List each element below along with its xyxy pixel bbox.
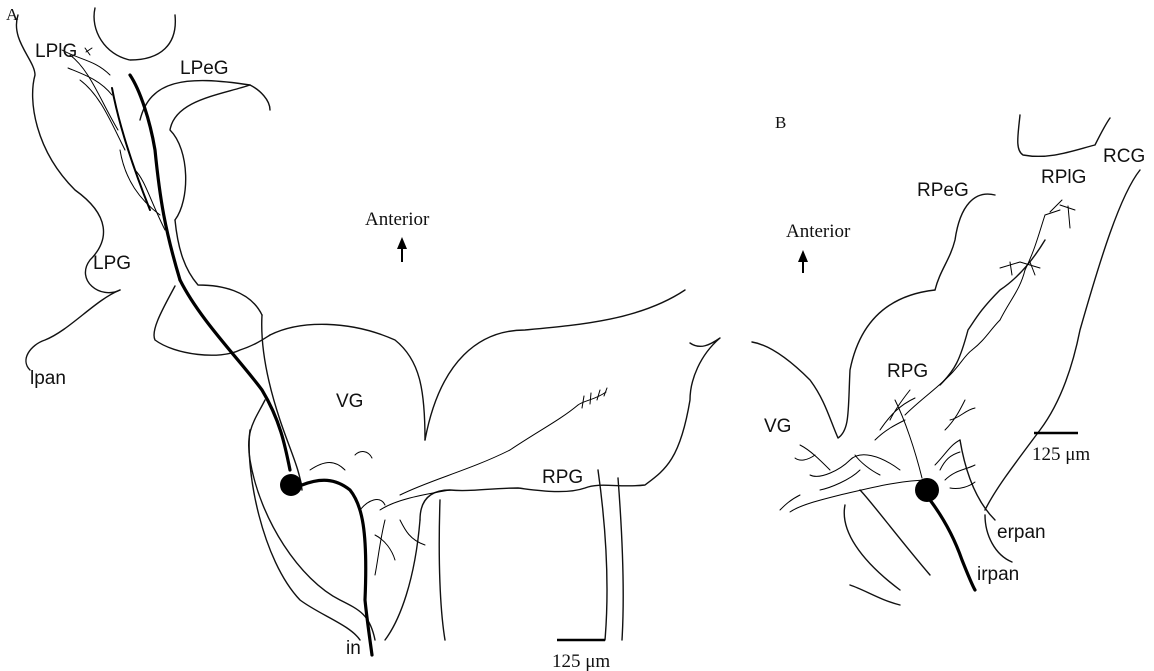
panel-b: B: [752, 113, 1145, 605]
anterior-label-a: Anterior: [365, 209, 430, 230]
label-lplg: LPlG: [35, 41, 77, 62]
label-rcg: RCG: [1103, 146, 1145, 167]
label-rpg-a: RPG: [542, 467, 583, 488]
anterior-arrow-a-icon: [397, 237, 407, 262]
panel-b-soma: [915, 478, 939, 502]
panel-a-ganglia-outlines: [16, 8, 720, 640]
label-vg-a: VG: [336, 391, 363, 412]
scale-label-a: 125 μm: [552, 651, 610, 671]
label-rpeg: RPeG: [917, 180, 969, 201]
anterior-label-b: Anterior: [786, 221, 851, 242]
label-irpan: irpan: [977, 564, 1019, 585]
panel-a-neuron: [62, 48, 607, 655]
label-lpeg: LPeG: [180, 58, 229, 79]
panel-a-soma: [280, 474, 302, 496]
label-rplg: RPlG: [1041, 167, 1086, 188]
label-lpg: LPG: [93, 253, 131, 274]
panel-b-letter: B: [775, 113, 786, 132]
label-lpan: lpan: [30, 368, 66, 389]
label-vg-b: VG: [764, 416, 791, 437]
label-in: in: [346, 638, 361, 659]
anterior-arrow-b-icon: [798, 250, 808, 273]
label-rpg-b: RPG: [887, 361, 928, 382]
label-erpan: erpan: [997, 522, 1046, 543]
panel-a: A: [6, 5, 720, 671]
scale-label-b: 125 μm: [1032, 444, 1090, 465]
